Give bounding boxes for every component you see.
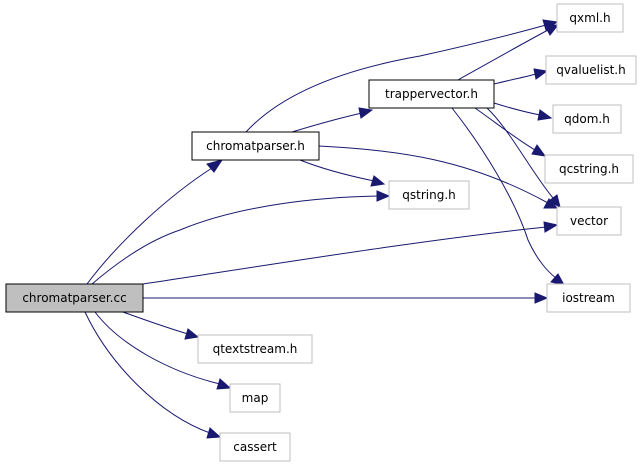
- node-label: chromatparser.h: [206, 139, 305, 153]
- node-map[interactable]: map: [229, 383, 281, 413]
- node-label: chromatparser.cc: [22, 291, 126, 305]
- node-qcstring-h[interactable]: qcstring.h: [544, 154, 634, 184]
- node-cassert[interactable]: cassert: [219, 432, 291, 462]
- node-label: qvaluelist.h: [556, 63, 625, 77]
- node-label: trappervector.h: [385, 87, 478, 101]
- arrowhead: [206, 159, 224, 173]
- arrowhead: [531, 144, 547, 157]
- edge-chromatparser-h-to-qxml-h: [245, 19, 559, 133]
- node-qdom-h[interactable]: qdom.h: [552, 104, 622, 134]
- node-label: qcstring.h: [559, 162, 619, 176]
- arrowhead: [533, 68, 549, 80]
- edge-cc-to-qtextstream-h: [122, 311, 200, 340]
- arrowhead: [358, 107, 374, 119]
- node-label: cassert: [233, 440, 277, 454]
- node-iostream[interactable]: iostream: [546, 283, 631, 313]
- edge-cc-to-chromatparser-h: [86, 159, 224, 285]
- edge-chromatparser-h-to-qstring-h: [299, 159, 386, 187]
- arrowhead: [216, 378, 232, 390]
- node-label: qdom.h: [564, 112, 610, 126]
- edge-cc-to-iostream: [143, 292, 549, 304]
- arrowhead: [544, 24, 560, 36]
- node-chromatparser-cc[interactable]: chromatparser.cc: [5, 283, 144, 313]
- node-label: iostream: [562, 291, 615, 305]
- node-trappervector-h[interactable]: trappervector.h: [368, 79, 495, 109]
- edge-cc-to-cassert: [84, 311, 222, 439]
- arrowhead: [184, 328, 200, 340]
- edge-cc-to-qstring-h: [91, 190, 391, 285]
- arrowhead: [548, 194, 561, 208]
- edges: [84, 19, 565, 439]
- edge-trappervector-h-to-qvaluelist-h: [493, 68, 549, 85]
- node-qvaluelist-h[interactable]: qvaluelist.h: [545, 55, 637, 85]
- node-chromatparser-h[interactable]: chromatparser.h: [191, 131, 320, 161]
- edge-cc-to-vector: [142, 221, 559, 285]
- arrowhead: [534, 292, 549, 304]
- arrowhead: [206, 427, 222, 439]
- edge-trappervector-h-to-qxml-h: [457, 24, 560, 81]
- nodes: chromatparser.cc chromatparser.h trapper…: [5, 3, 637, 462]
- node-qtextstream-h[interactable]: qtextstream.h: [197, 334, 313, 364]
- arrowhead: [376, 190, 391, 202]
- node-qstring-h[interactable]: qstring.h: [388, 180, 470, 210]
- edge-chromatparser-h-to-trappervector-h: [291, 107, 374, 133]
- node-vector[interactable]: vector: [556, 206, 622, 236]
- edge-trappervector-h-to-vector: [486, 107, 561, 208]
- node-label: vector: [570, 214, 608, 228]
- node-label: qtextstream.h: [213, 342, 298, 356]
- node-qxml-h[interactable]: qxml.h: [556, 3, 624, 33]
- arrowhead: [537, 109, 553, 121]
- node-label: qxml.h: [569, 11, 610, 25]
- edge-trappervector-h-to-qcstring-h: [474, 107, 547, 157]
- node-label: qstring.h: [402, 188, 455, 202]
- edge-trappervector-h-to-qdom-h: [493, 102, 553, 121]
- node-label: map: [242, 391, 269, 405]
- edge-cc-to-map: [94, 311, 232, 390]
- arrowhead: [370, 175, 386, 187]
- arrowhead: [543, 221, 559, 233]
